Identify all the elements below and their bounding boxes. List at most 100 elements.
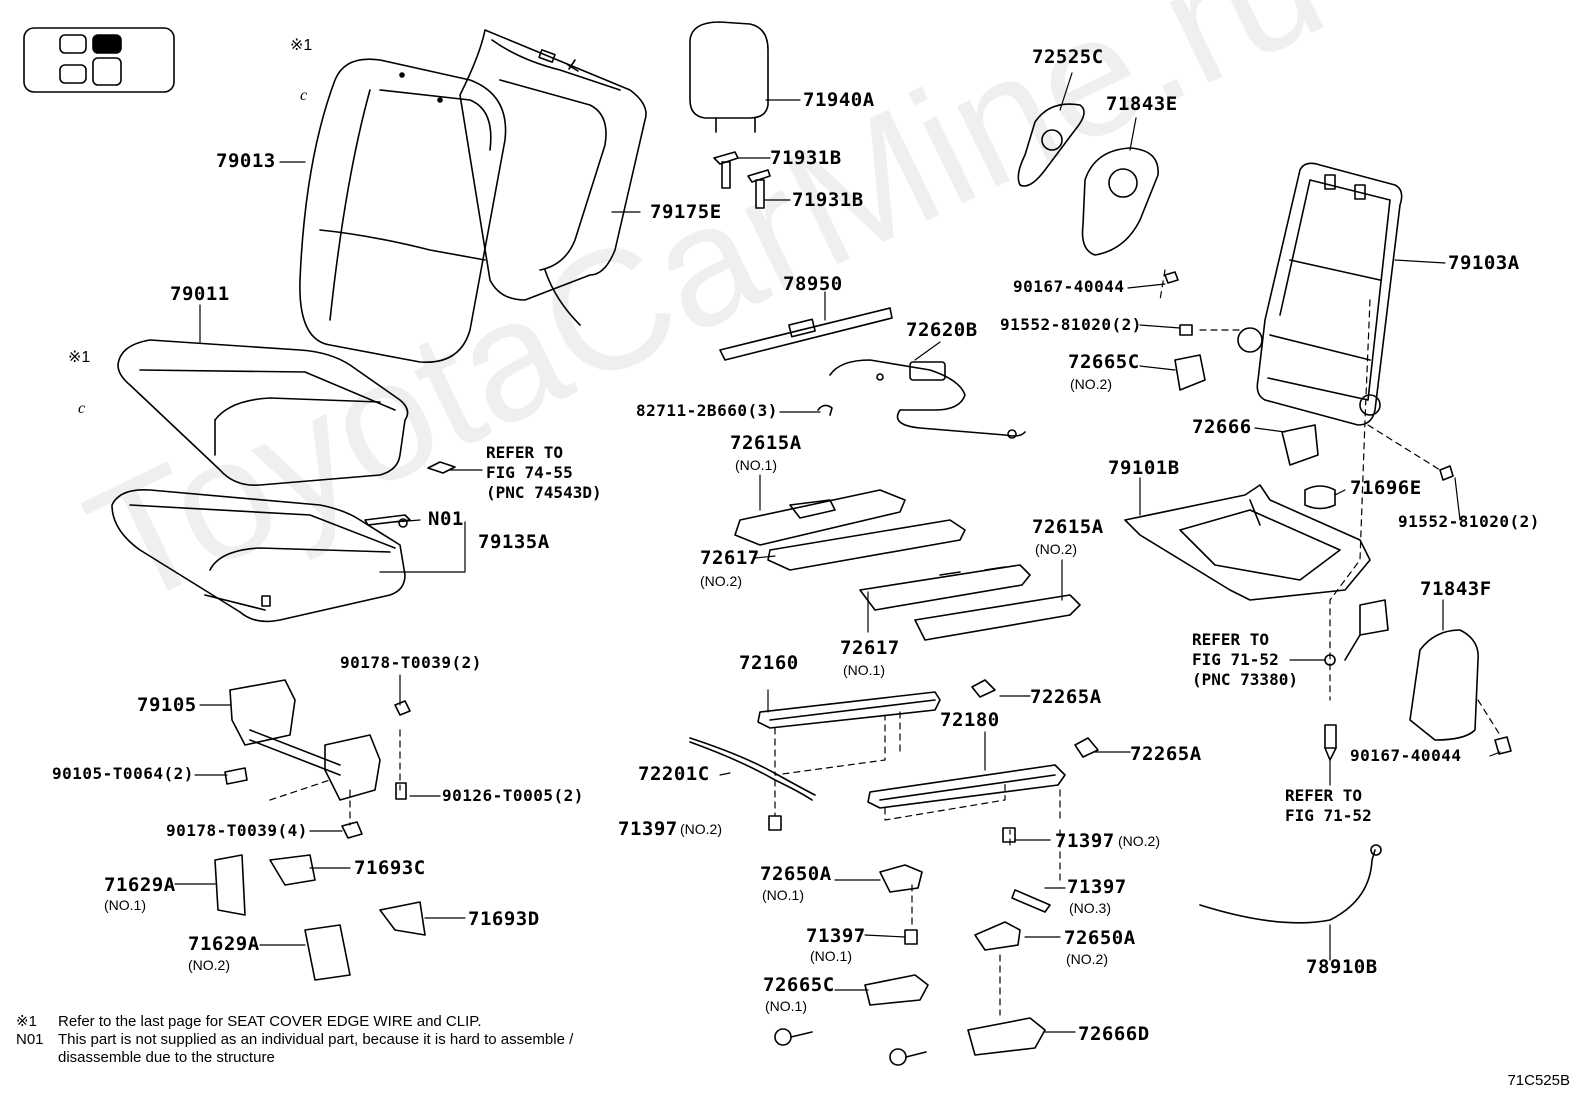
callout-72617-sub: (NO.1) bbox=[843, 662, 885, 678]
callout-90178-t0039[interactable]: 90178-T0039(2) bbox=[340, 653, 482, 672]
callout-78910b[interactable]: 78910B bbox=[1306, 956, 1378, 978]
callout-91552-81020[interactable]: 91552-81020(2) bbox=[1398, 512, 1540, 531]
callout-71397[interactable]: 71397 bbox=[806, 925, 866, 947]
bolt-90126-shape bbox=[395, 782, 407, 800]
seatback-frame-shape bbox=[1237, 162, 1403, 426]
refer-fig-74-55[interactable]: REFER TO FIG 74-55 (PNC 74543D) bbox=[486, 443, 602, 502]
seat-position-key-icon bbox=[23, 27, 175, 93]
callout-71629a[interactable]: 71629A bbox=[188, 933, 260, 955]
callout-72615a-sub: (NO.2) bbox=[1035, 541, 1077, 557]
callout-72665c-sub: (NO.2) bbox=[1070, 376, 1112, 392]
refer-fig-71-52[interactable]: REFER TO FIG 71-52 bbox=[1285, 786, 1372, 825]
callout-72666[interactable]: 72666 bbox=[1192, 416, 1252, 438]
asterisk-mark: ※1 bbox=[290, 37, 313, 54]
callout-72617[interactable]: 72617 bbox=[840, 637, 900, 659]
callout-72620b[interactable]: 72620B bbox=[906, 319, 978, 341]
callout-72665c[interactable]: 72665C bbox=[763, 974, 835, 996]
callout-79135a[interactable]: 79135A bbox=[478, 531, 550, 553]
callout-72160[interactable]: 72160 bbox=[739, 652, 799, 674]
callout-72665c[interactable]: 72665C bbox=[1068, 351, 1140, 373]
slide-cover-1-shape bbox=[734, 489, 906, 546]
callout-72615a-sub: (NO.1) bbox=[735, 457, 777, 473]
callout-79101b[interactable]: 79101B bbox=[1108, 457, 1180, 479]
callout-72665c-sub: (NO.1) bbox=[765, 998, 807, 1014]
callout-71843e[interactable]: 71843E bbox=[1106, 93, 1178, 115]
callout-90167-40044[interactable]: 90167-40044 bbox=[1350, 746, 1462, 765]
drawing-code: 71C525B bbox=[1507, 1072, 1570, 1089]
anchor-bolt-tip bbox=[1324, 747, 1337, 761]
asterisk-c-mark: c bbox=[78, 400, 86, 417]
belt-buckle-shape bbox=[1359, 599, 1389, 636]
callout-79175e[interactable]: 79175E bbox=[650, 201, 722, 223]
bolt-90105-shape bbox=[224, 767, 248, 785]
callout-72615a[interactable]: 72615A bbox=[730, 432, 802, 454]
callout-71629a[interactable]: 71629A bbox=[104, 874, 176, 896]
callout-71843f[interactable]: 71843F bbox=[1420, 578, 1492, 600]
callout-71397[interactable]: 71397 bbox=[618, 818, 678, 840]
callout-91552-81020[interactable]: 91552-81020(2) bbox=[1000, 315, 1142, 334]
callout-71629a-sub: (NO.1) bbox=[104, 897, 146, 913]
n01-part-shape bbox=[364, 514, 411, 526]
callout-72650a[interactable]: 72650A bbox=[1064, 927, 1136, 949]
cover-71843f-shape bbox=[1409, 629, 1479, 741]
callout-71693c[interactable]: 71693C bbox=[354, 857, 426, 879]
callout-72265a[interactable]: 72265A bbox=[1130, 743, 1202, 765]
screw-shapes bbox=[774, 1028, 927, 1066]
bolt-91552-2-shape bbox=[1439, 465, 1454, 481]
callout-90126-t0005[interactable]: 90126-T0005(2) bbox=[442, 786, 584, 805]
callout-79103a[interactable]: 79103A bbox=[1448, 252, 1520, 274]
callout-90167-40044[interactable]: 90167-40044 bbox=[1013, 277, 1125, 296]
strap-shape bbox=[719, 307, 893, 361]
callout-71931b[interactable]: 71931B bbox=[770, 147, 842, 169]
footnote-mark: N01 bbox=[16, 1031, 44, 1048]
callout-72615a[interactable]: 72615A bbox=[1032, 516, 1104, 538]
callout-82711[interactable]: 82711-2B660(3) bbox=[636, 401, 778, 420]
belt-buckle-strap bbox=[1344, 634, 1361, 661]
callout-72525c[interactable]: 72525C bbox=[1032, 46, 1104, 68]
rail-dashed-guides bbox=[269, 269, 1501, 1016]
callout-71693d[interactable]: 71693D bbox=[468, 908, 540, 930]
refer-fig-71-52-pnc[interactable]: REFER TO FIG 71-52 (PNC 73380) bbox=[1192, 630, 1298, 689]
screw-90167-2-shape bbox=[1494, 736, 1512, 755]
bracket-72650a-2-shape bbox=[974, 921, 1021, 951]
footnote-text: Refer to the last page for SEAT COVER ED… bbox=[58, 1013, 482, 1030]
slide-cover-3-shape bbox=[859, 564, 1081, 641]
callout-90178-t0039[interactable]: 90178-T0039(4) bbox=[166, 821, 308, 840]
nut-90178-1-shape bbox=[394, 700, 411, 716]
slide-cover-2-shape bbox=[767, 519, 966, 571]
callout-79013[interactable]: 79013 bbox=[216, 150, 276, 172]
callout-71940a[interactable]: 71940A bbox=[803, 89, 875, 111]
seat-rail-lower-shape bbox=[867, 764, 1066, 809]
footnote-row: ※1 Refer to the last page for SEAT COVER… bbox=[16, 1013, 573, 1031]
footnotes: ※1 Refer to the last page for SEAT COVER… bbox=[16, 1013, 573, 1067]
callout-71629a-sub: (NO.2) bbox=[188, 957, 230, 973]
cable-end-shape bbox=[1370, 844, 1382, 856]
callout-71931b[interactable]: 71931B bbox=[792, 189, 864, 211]
seat-cushion-cover-shape bbox=[111, 488, 406, 623]
callout-72265a[interactable]: 72265A bbox=[1030, 686, 1102, 708]
clip-72265a-1-shape bbox=[971, 679, 996, 698]
bolt-shapes bbox=[768, 815, 1051, 945]
callout-79105[interactable]: 79105 bbox=[137, 694, 197, 716]
bracket-72665c-shape bbox=[1174, 354, 1206, 391]
headrest-shape bbox=[689, 21, 769, 133]
callout-79011[interactable]: 79011 bbox=[170, 283, 230, 305]
n01-clip-shape bbox=[398, 518, 408, 528]
callout-72180[interactable]: 72180 bbox=[940, 709, 1000, 731]
callout-72666d[interactable]: 72666D bbox=[1078, 1023, 1150, 1045]
callout-72617[interactable]: 72617 bbox=[700, 547, 760, 569]
cover-71693d-shape bbox=[379, 901, 426, 936]
callout-90105-t0064[interactable]: 90105-T0064(2) bbox=[52, 764, 194, 783]
callout-78950[interactable]: 78950 bbox=[783, 273, 843, 295]
callout-71397[interactable]: 71397 bbox=[1067, 876, 1127, 898]
callout-n01[interactable]: N01 bbox=[428, 508, 464, 530]
callout-72201c[interactable]: 72201C bbox=[638, 763, 710, 785]
callout-72650a[interactable]: 72650A bbox=[760, 863, 832, 885]
seat-cushion-frame-shape bbox=[1124, 484, 1371, 601]
callout-72650a-sub: (NO.2) bbox=[1066, 951, 1108, 967]
callout-71696e[interactable]: 71696E bbox=[1350, 477, 1422, 499]
cover-71629a-1-shape bbox=[214, 854, 246, 916]
callout-71397[interactable]: 71397 bbox=[1055, 830, 1115, 852]
bracket-72650a-1-shape bbox=[879, 864, 923, 893]
